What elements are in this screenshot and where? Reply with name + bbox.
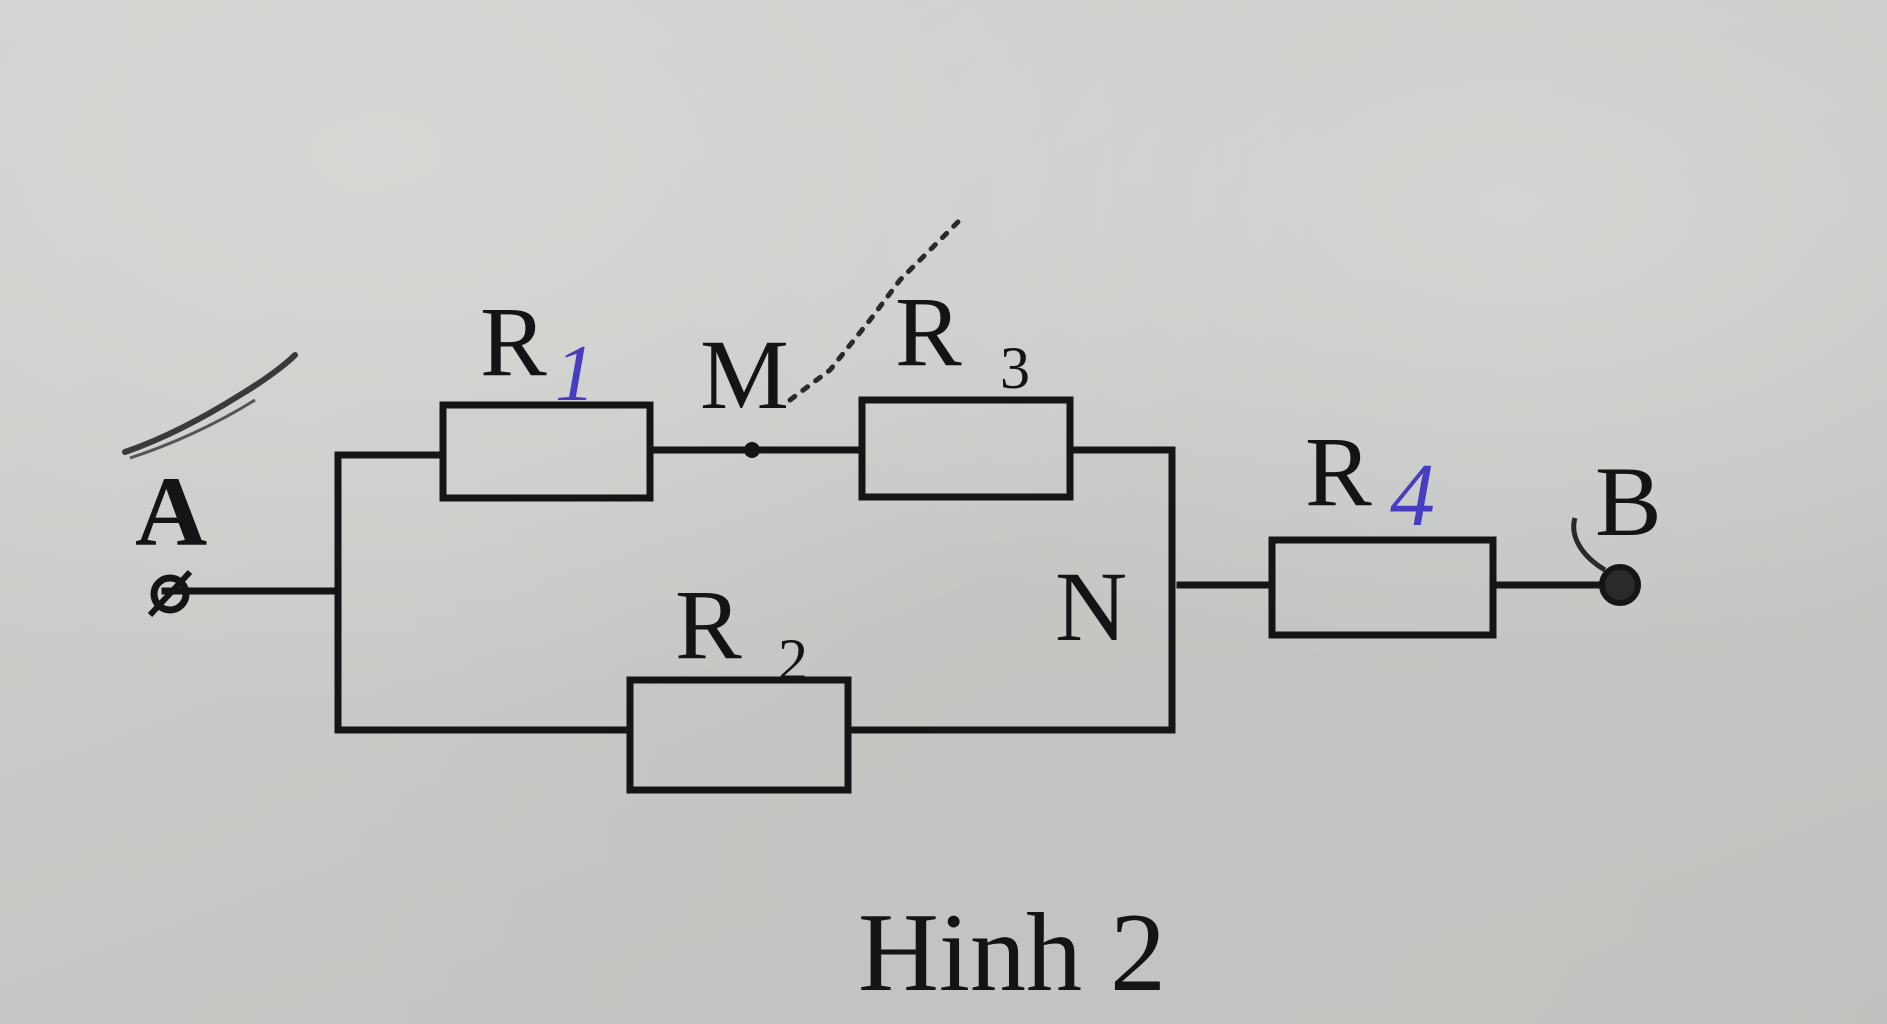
label-r4-subscript: 4: [1390, 446, 1435, 545]
terminal-b: [1599, 564, 1641, 606]
resistor-r1: [439, 401, 654, 502]
resistor-r4: [1268, 536, 1497, 639]
terminal-a: [150, 574, 190, 614]
label-b: B: [1595, 446, 1662, 557]
resistor-r2: [626, 676, 852, 794]
label-r2-subscript: 2: [778, 627, 808, 693]
label-r3-subscript: 3: [1000, 335, 1030, 401]
resistor-r3: [858, 396, 1074, 501]
label-r1: R: [480, 286, 547, 397]
label-a: A: [135, 456, 207, 567]
label-m: M: [700, 319, 789, 430]
figure-caption: Hinh 2: [858, 891, 1166, 1015]
node-m-dot: [744, 442, 760, 458]
label-r2: R: [675, 569, 742, 680]
pencil-dots: [787, 212, 968, 403]
label-r1-subscript: 1: [555, 330, 595, 418]
terminal-b-pencil: [1571, 517, 1607, 573]
label-n: N: [1055, 551, 1127, 662]
terminal-a-slash: [147, 569, 193, 618]
label-r3: R: [895, 276, 962, 387]
label-r4: R: [1305, 416, 1372, 527]
pencil-scribble: [122, 352, 298, 455]
